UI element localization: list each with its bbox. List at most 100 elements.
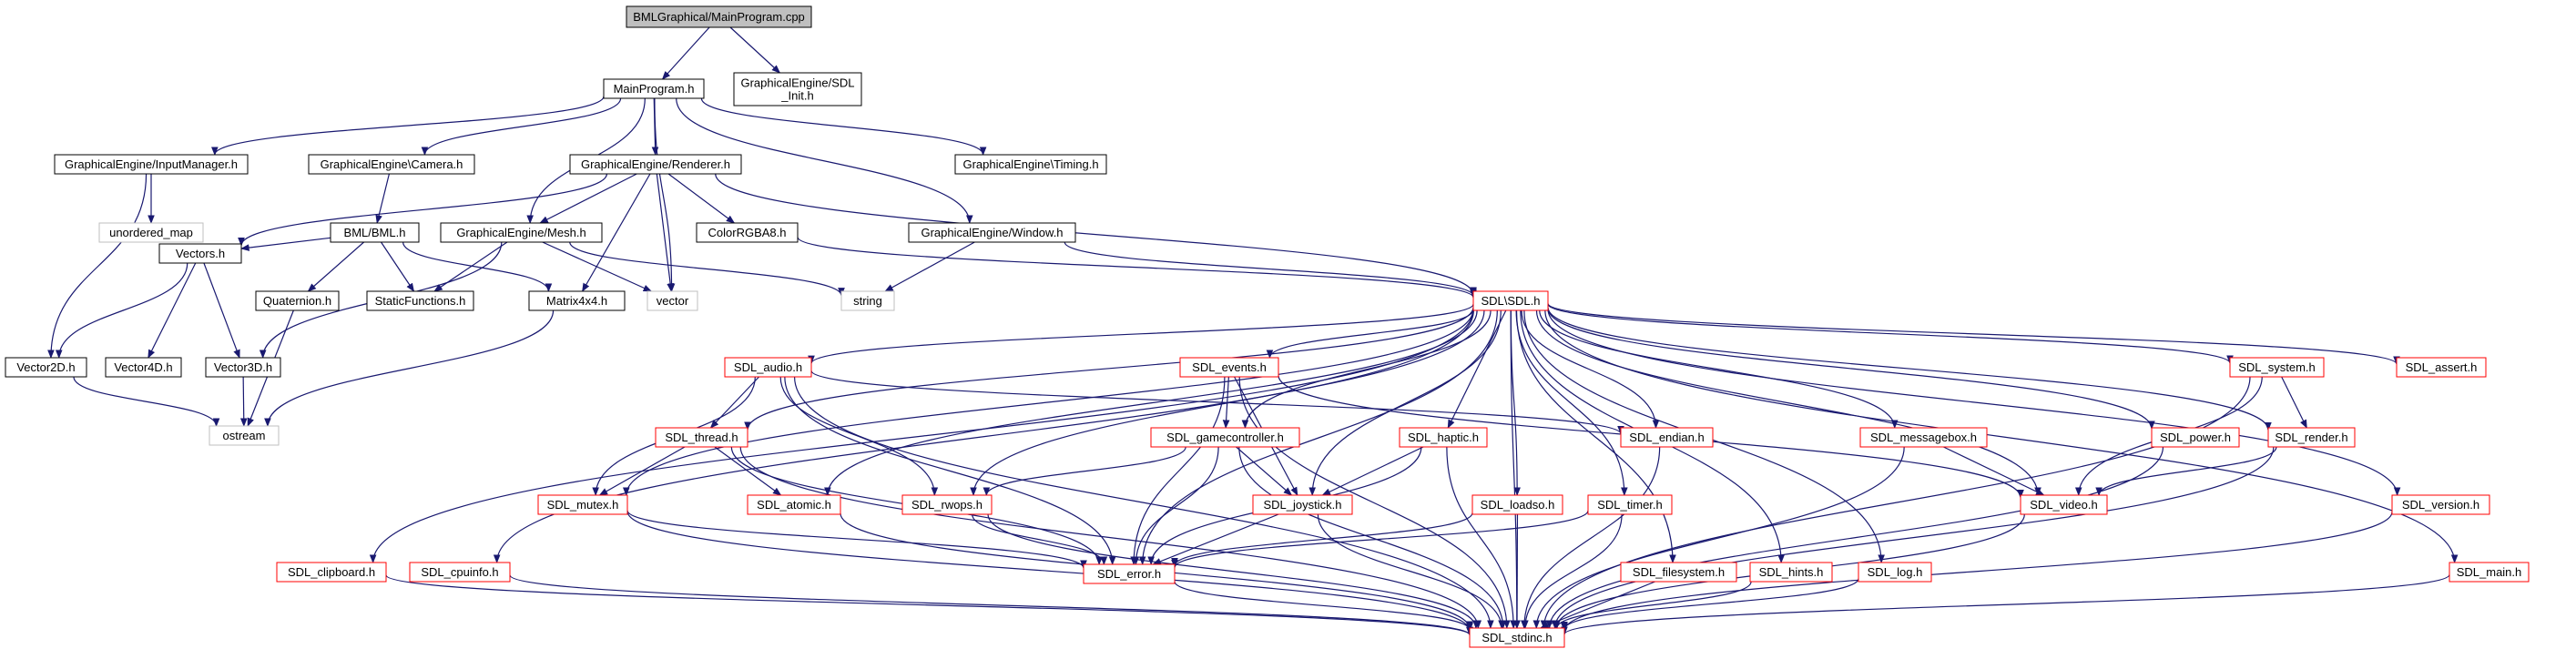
node-sdl_assert[interactable]: SDL_assert.h <box>2396 357 2487 378</box>
node-inputmanager[interactable]: GraphicalEngine/InputManager.h <box>54 154 249 175</box>
node-box-sdl_gamecontroller <box>1150 427 1300 448</box>
edge-sdl_system-to-sdl_stdinc <box>1540 376 2251 629</box>
node-sdl_atomic[interactable]: SDL_atomic.h <box>747 494 841 515</box>
node-sdl_render[interactable]: SDL_render.h <box>2267 427 2356 448</box>
node-sdl_timer[interactable]: SDL_timer.h <box>1587 494 1673 515</box>
node-sdl_filesystem[interactable]: SDL_filesystem.h <box>1620 562 1737 583</box>
edge-sdl-to-sdl_assert <box>1547 302 2400 365</box>
node-label-sdlinit-line1: _Init.h <box>780 89 813 103</box>
edge-sdl-to-sdl_version <box>1547 309 2401 496</box>
node-camera[interactable]: GraphicalEngine\Camera.h <box>308 154 475 175</box>
node-label-vector3d: Vector3D.h <box>214 360 272 374</box>
node-renderer[interactable]: GraphicalEngine/Renderer.h <box>569 154 742 175</box>
edge-sdl_render-to-sdl_video <box>2095 446 2277 496</box>
node-label-sdl_messagebox: SDL_messagebox.h <box>1870 431 1977 444</box>
node-label-string: string <box>853 294 882 308</box>
node-label-mainprogram: MainProgram.h <box>614 82 695 96</box>
node-sdl_video[interactable]: SDL_video.h <box>2020 494 2108 515</box>
node-label-sdl_cpuinfo: SDL_cpuinfo.h <box>421 565 498 579</box>
node-label-camera: GraphicalEngine\Camera.h <box>321 157 463 171</box>
node-sdl_stdinc[interactable]: SDL_stdinc.h <box>1469 627 1565 648</box>
node-sdl_error[interactable]: SDL_error.h <box>1083 563 1176 584</box>
edge-mesh-to-string <box>569 241 845 297</box>
node-label-sdl_timer: SDL_timer.h <box>1597 498 1663 512</box>
node-sdl_loadso[interactable]: SDL_loadso.h <box>1471 494 1563 515</box>
node-label-sdl_rwops: SDL_rwops.h <box>911 498 983 512</box>
node-vectors[interactable]: Vectors.h <box>158 243 242 264</box>
node-box-sdl_thread <box>655 427 748 448</box>
node-sdl_system[interactable]: SDL_system.h <box>2229 357 2325 378</box>
edge-sdl-to-sdl_clipboard <box>369 309 1474 563</box>
edge-sdl-to-sdl_render <box>1547 307 2272 431</box>
node-box-sdl_cpuinfo <box>409 562 511 583</box>
node-sdl_rwops[interactable]: SDL_rwops.h <box>901 494 993 515</box>
edge-sdl-to-sdl_stdinc <box>1510 309 1521 629</box>
node-box-sdl_loadso <box>1471 494 1563 515</box>
node-box-sdl_clipboard <box>276 562 387 583</box>
node-sdl[interactable]: SDL\SDL.h <box>1472 290 1549 311</box>
edge-sdl_haptic-to-sdl_joystick <box>1321 446 1424 496</box>
node-box-sdl_atomic <box>747 494 841 515</box>
node-box-sdl_stdinc <box>1469 627 1565 648</box>
node-sdl_power[interactable]: SDL_power.h <box>2151 427 2240 448</box>
node-ostream: ostream <box>209 425 280 446</box>
edge-sdl-to-sdl_haptic <box>1447 309 1507 429</box>
node-sdl_thread[interactable]: SDL_thread.h <box>655 427 748 448</box>
edge-root-to-mainprogram <box>661 26 710 80</box>
edge-sdl-to-sdl_mutex <box>623 309 1474 496</box>
node-timing[interactable]: GraphicalEngine\Timing.h <box>954 154 1107 175</box>
node-staticfunctions[interactable]: StaticFunctions.h <box>366 290 474 311</box>
node-sdl_gamecontroller[interactable]: SDL_gamecontroller.h <box>1150 427 1300 448</box>
node-vector4d[interactable]: Vector4D.h <box>105 357 182 378</box>
node-window[interactable]: GraphicalEngine/Window.h <box>908 222 1076 243</box>
node-sdl_haptic[interactable]: SDL_haptic.h <box>1399 427 1488 448</box>
edge-renderer-to-matrix4x4 <box>582 173 651 292</box>
node-sdl_hints[interactable]: SDL_hints.h <box>1749 562 1833 583</box>
node-label-sdl_log: SDL_log.h <box>1868 565 1923 579</box>
node-sdl_messagebox[interactable]: SDL_messagebox.h <box>1859 427 1988 448</box>
node-label-renderer: GraphicalEngine/Renderer.h <box>581 157 730 171</box>
node-colorrgba8[interactable]: ColorRGBA8.h <box>696 222 799 243</box>
edge-sdl_main-to-sdl_stdinc <box>1561 573 2450 635</box>
node-box-bml <box>330 222 420 243</box>
node-sdl_mutex[interactable]: SDL_mutex.h <box>537 494 628 515</box>
edge-sdl_thread-to-sdl_mutex <box>598 446 686 496</box>
node-box-sdlinit <box>733 72 862 106</box>
node-label-sdl_gamecontroller: SDL_gamecontroller.h <box>1166 431 1284 444</box>
node-sdl_joystick[interactable]: SDL_joystick.h <box>1252 494 1353 515</box>
node-vector2d[interactable]: Vector2D.h <box>5 357 87 378</box>
node-box-unordered_map <box>98 222 204 243</box>
node-string: string <box>840 290 895 311</box>
node-label-sdl_version: SDL_version.h <box>2402 498 2479 512</box>
edge-sdl_joystick-to-sdl_stdinc <box>1317 513 1505 629</box>
node-bml[interactable]: BML/BML.h <box>330 222 420 243</box>
edge-sdl_haptic-to-sdl_stdinc <box>1446 446 1517 629</box>
node-vector: vector <box>647 290 698 311</box>
edge-mesh-to-vector <box>542 241 653 292</box>
node-sdl_version[interactable]: SDL_version.h <box>2391 494 2490 515</box>
edge-root-to-sdlinit <box>729 26 781 74</box>
node-sdl_endian[interactable]: SDL_endian.h <box>1620 427 1714 448</box>
node-mainprogram[interactable]: MainProgram.h <box>603 78 705 99</box>
edge-sdl-to-sdl_power <box>1547 308 2155 430</box>
node-sdl_clipboard[interactable]: SDL_clipboard.h <box>276 562 387 583</box>
node-label-vector: vector <box>657 294 689 308</box>
node-vector3d[interactable]: Vector3D.h <box>205 357 281 378</box>
node-sdl_main[interactable]: SDL_main.h <box>2449 562 2530 583</box>
edge-vector3d-to-ostream <box>239 376 248 427</box>
edge-sdl-to-sdl_events <box>1266 309 1474 359</box>
node-label-sdl_stdinc: SDL_stdinc.h <box>1481 631 1552 644</box>
node-root[interactable]: BMLGraphical/MainProgram.cpp <box>626 5 812 28</box>
node-mesh[interactable]: GraphicalEngine/Mesh.h <box>440 222 603 243</box>
node-box-sdl_endian <box>1620 427 1714 448</box>
node-quaternion[interactable]: Quaternion.h <box>255 290 340 311</box>
node-sdl_cpuinfo[interactable]: SDL_cpuinfo.h <box>409 562 511 583</box>
edge-mesh-to-staticfunctions <box>433 241 508 292</box>
node-sdlinit[interactable]: GraphicalEngine/SDL_Init.h <box>733 72 862 106</box>
node-sdl_audio[interactable]: SDL_audio.h <box>724 357 812 378</box>
node-sdl_events[interactable]: SDL_events.h <box>1179 357 1279 378</box>
node-matrix4x4[interactable]: Matrix4x4.h <box>528 290 626 311</box>
edge-sdl_gamecontroller-to-sdl_error <box>1132 446 1219 565</box>
node-sdl_log[interactable]: SDL_log.h <box>1858 562 1932 583</box>
